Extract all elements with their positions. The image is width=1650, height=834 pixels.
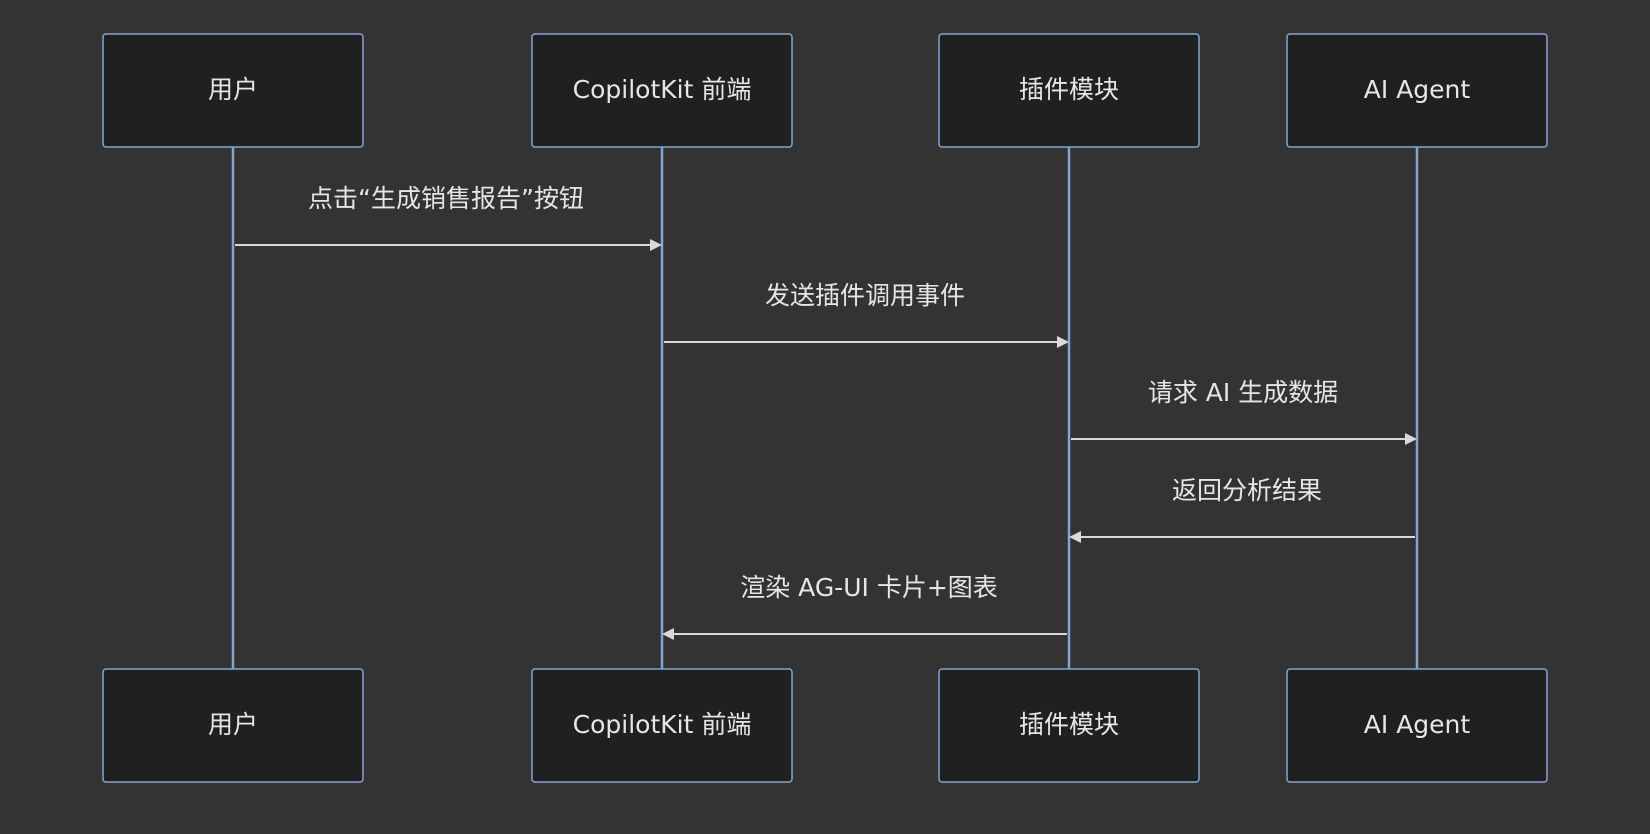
actor-bottom-user: 用户 — [102, 668, 364, 783]
message-4: 返回分析结果 — [1069, 476, 1415, 543]
message-5: 渲染 AG-UI 卡片+图表 — [662, 573, 1067, 640]
actor-label: AI Agent — [1364, 75, 1471, 104]
message-3: 请求 AI 生成数据 — [1071, 378, 1417, 445]
actor-bottom-frontend: CopilotKit 前端 — [531, 668, 793, 783]
actor-label: CopilotKit 前端 — [573, 75, 752, 104]
actor-label: AI Agent — [1364, 710, 1471, 739]
actor-top-plugin: 插件模块 — [938, 33, 1200, 148]
actor-top-frontend: CopilotKit 前端 — [531, 33, 793, 148]
message-2: 发送插件调用事件 — [664, 281, 1069, 348]
message-label: 点击“生成销售报告”按钮 — [308, 184, 584, 213]
actor-bottom-plugin: 插件模块 — [938, 668, 1200, 783]
actor-label: 插件模块 — [1019, 75, 1119, 104]
message-label: 请求 AI 生成数据 — [1148, 378, 1338, 407]
actor-label: 用户 — [208, 75, 258, 104]
actor-top-agent: AI Agent — [1286, 33, 1548, 148]
actor-label: 插件模块 — [1019, 710, 1119, 739]
message-1: 点击“生成销售报告”按钮 — [235, 184, 662, 251]
message-label: 发送插件调用事件 — [765, 281, 965, 310]
actor-bottom-agent: AI Agent — [1286, 668, 1548, 783]
actor-label: CopilotKit 前端 — [573, 710, 752, 739]
message-label: 返回分析结果 — [1172, 476, 1322, 505]
actor-top-user: 用户 — [102, 33, 364, 148]
actor-label: 用户 — [208, 710, 258, 739]
message-label: 渲染 AG-UI 卡片+图表 — [740, 573, 998, 602]
